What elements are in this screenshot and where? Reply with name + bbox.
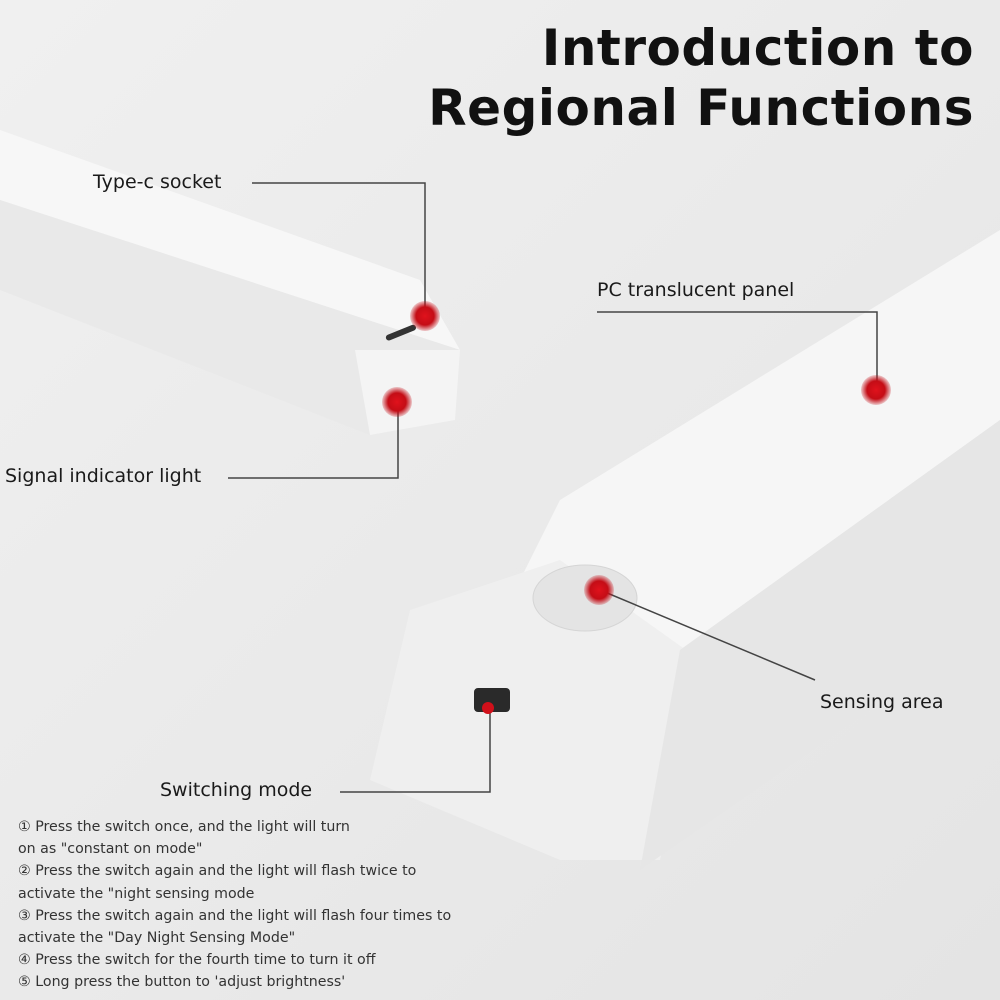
instruction-line: ④ Press the switch for the fourth time t…: [18, 952, 376, 969]
marker-sensing: [584, 575, 614, 605]
label-pc-panel: PC translucent panel: [597, 279, 795, 301]
title-line-2: Regional Functions: [428, 79, 974, 137]
marker-switch: [482, 702, 494, 714]
instruction-line: activate the "night sensing mode: [18, 885, 255, 902]
instruction-line: activate the "Day Night Sensing Mode": [18, 930, 296, 947]
instruction-line: ① Press the switch once, and the light w…: [18, 819, 350, 835]
sensor-dome: [532, 564, 638, 632]
marker-type-c: [410, 301, 440, 331]
instruction-line: ③ Press the switch again and the light w…: [18, 907, 452, 924]
instruction-line: ② Press the switch again and the light w…: [18, 863, 417, 880]
instruction-line: ⑤ Long press the button to 'adjust brigh…: [18, 974, 346, 991]
marker-signal: [382, 387, 412, 417]
label-type-c-socket: Type-c socket: [93, 171, 222, 193]
marker-panel: [861, 375, 891, 405]
right-light-bar: [370, 230, 1000, 870]
type-c-port: [385, 324, 416, 341]
leader-lines: [228, 182, 878, 793]
title-line-1: Introduction to: [541, 19, 974, 77]
instruction-line: on as "constant on mode": [18, 841, 203, 858]
label-signal-indicator: Signal indicator light: [5, 465, 202, 487]
page-title: Introduction to Regional Functions: [428, 18, 974, 138]
instructions-list: ① Press the switch once, and the light w…: [18, 816, 451, 994]
marker-dots: [382, 301, 891, 714]
label-sensing-area: Sensing area: [820, 691, 944, 713]
label-switching-mode: Switching mode: [160, 779, 313, 801]
